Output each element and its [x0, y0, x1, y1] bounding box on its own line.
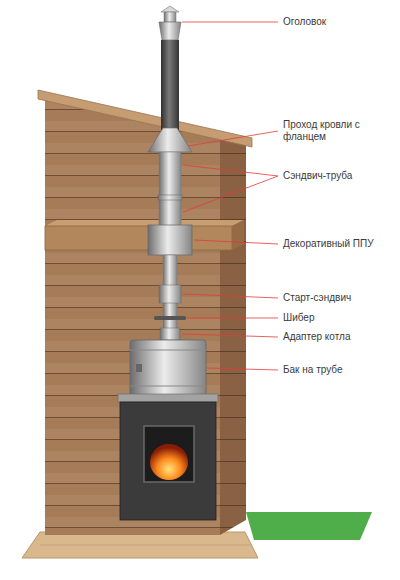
sandwich-pipe	[159, 152, 181, 226]
chimney-cap	[161, 6, 179, 12]
part-label: Бак на трубе	[283, 364, 342, 376]
part-label: Проход кровли с фланцем	[283, 119, 388, 143]
damper	[154, 316, 186, 320]
part-label: Декоративный ППУ	[283, 238, 374, 250]
part-label: Адаптер котла	[283, 331, 350, 343]
ppu-box	[148, 225, 192, 255]
roof-flange	[148, 128, 192, 152]
leader-lines	[182, 22, 278, 370]
floor	[22, 532, 258, 558]
part-label: Старт-сэндвич	[283, 292, 351, 304]
water-tank	[130, 340, 206, 396]
grass	[246, 512, 372, 540]
upper-pipe	[161, 40, 179, 140]
part-label: Оголовок	[283, 16, 326, 28]
part-label: Сэндвич-труба	[283, 170, 352, 182]
start-sandwich	[159, 285, 181, 303]
ceiling-top	[45, 220, 244, 226]
back-wall	[45, 96, 220, 535]
roof	[38, 90, 252, 147]
fire	[150, 444, 188, 480]
stove-top	[118, 394, 218, 402]
adapter	[160, 328, 180, 340]
part-label: Шибер	[283, 312, 315, 324]
stove	[120, 402, 216, 520]
ceiling	[45, 226, 232, 250]
